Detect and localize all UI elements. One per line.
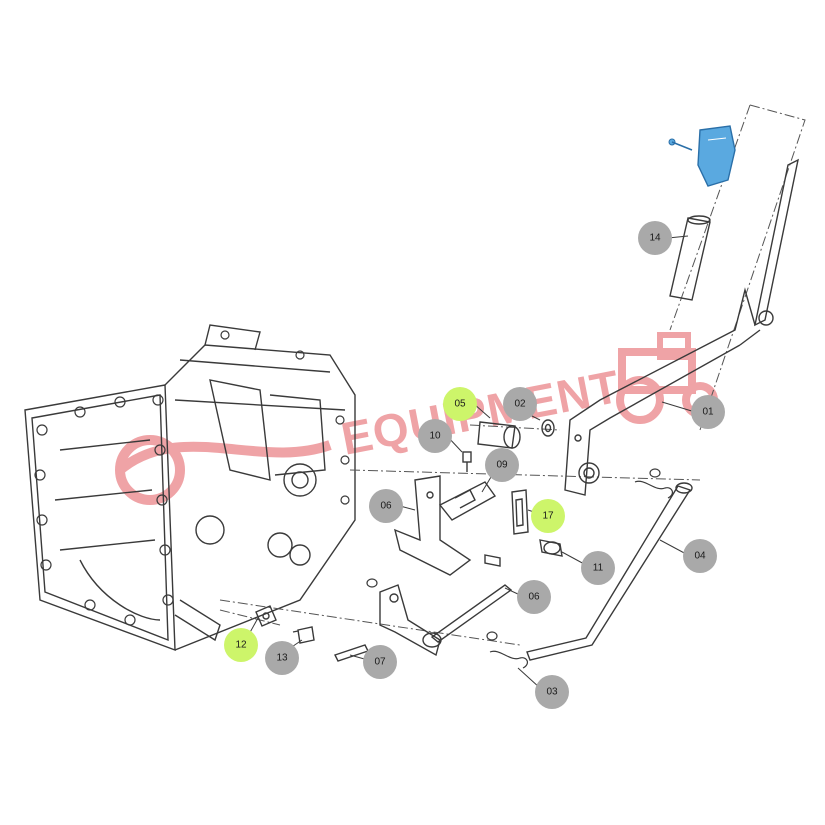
watermark-tractor-icon [616, 332, 718, 424]
callout-05: 05 [443, 387, 477, 421]
bolt-10 [462, 451, 472, 472]
callout-01: 01 [691, 395, 725, 429]
selector-block-09 [438, 481, 497, 521]
callout-14-label: 14 [649, 233, 661, 244]
callout-04-label: 04 [694, 551, 706, 562]
callout-11-marker [581, 551, 615, 585]
callout-04-marker [683, 539, 717, 573]
shaft-06 [430, 584, 513, 643]
callout-14-marker [638, 221, 672, 255]
callout-17-label: 17 [542, 511, 554, 522]
callout-06-lower-label: 06 [528, 592, 540, 603]
callout-06-lower-marker [517, 580, 551, 614]
callout-03-label: 03 [546, 687, 558, 698]
grip-sleeve [669, 215, 711, 301]
callout-12-label: 12 [235, 640, 247, 651]
assembly-axes [219, 104, 806, 646]
callout-12-marker [224, 628, 258, 662]
callout-07: 07 [363, 645, 397, 679]
callout-06-upper: 06 [369, 489, 403, 523]
plate-17 [511, 489, 529, 535]
callout-03-marker [535, 675, 569, 709]
bolt-11 [484, 539, 563, 567]
callout-05-marker [443, 387, 477, 421]
bushing-05 [477, 421, 521, 449]
clip-03-lower [366, 578, 529, 669]
callout-09-label: 09 [496, 460, 508, 471]
callout-06-upper-marker [369, 489, 403, 523]
callout-06-lower: 06 [517, 580, 551, 614]
callout-02: 02 [503, 387, 537, 421]
callout-02-marker [503, 387, 537, 421]
callout-05-label: 05 [454, 399, 466, 410]
shift-knob [697, 125, 736, 187]
callout-12: 12 [224, 628, 258, 662]
watermark: EQUIPMENT [115, 332, 718, 505]
callout-04: 04 [683, 539, 717, 573]
callout-13-marker [265, 641, 299, 675]
tab-12 [255, 605, 277, 627]
callout-03: 03 [535, 675, 569, 709]
callout-06-upper-label: 06 [380, 501, 392, 512]
callout-07-marker [363, 645, 397, 679]
bolt-13 [292, 626, 315, 644]
housing-bolt-holes [34, 330, 350, 626]
callout-17-marker [531, 499, 565, 533]
callout-09-marker [485, 448, 519, 482]
callout-10: 10 [418, 419, 452, 453]
callout-17: 17 [531, 499, 565, 533]
callout-11: 11 [581, 551, 615, 585]
rod-04 [526, 482, 693, 661]
callout-13: 13 [265, 641, 299, 675]
shift-lever [564, 158, 799, 496]
watermark-swoosh [116, 440, 332, 474]
callout-markers: 14 01 05 02 10 09 06 17 [224, 221, 725, 709]
clip-03-upper [634, 468, 674, 499]
callout-11-label: 11 [593, 563, 604, 574]
callout-01-label: 01 [702, 407, 714, 418]
bracket-08 [393, 475, 472, 576]
linkage-arm [379, 584, 442, 657]
transmission-housing [24, 324, 356, 652]
callout-10-label: 10 [429, 431, 441, 442]
callout-09: 09 [485, 448, 519, 482]
callout-10-marker [418, 419, 452, 453]
callout-07-label: 07 [374, 657, 386, 668]
washer-02 [541, 419, 555, 437]
callout-02-label: 02 [514, 399, 526, 410]
callout-01-marker [691, 395, 725, 429]
callout-14: 14 [638, 221, 672, 255]
callout-13-label: 13 [276, 653, 288, 664]
knob-screw-icon [668, 138, 693, 151]
